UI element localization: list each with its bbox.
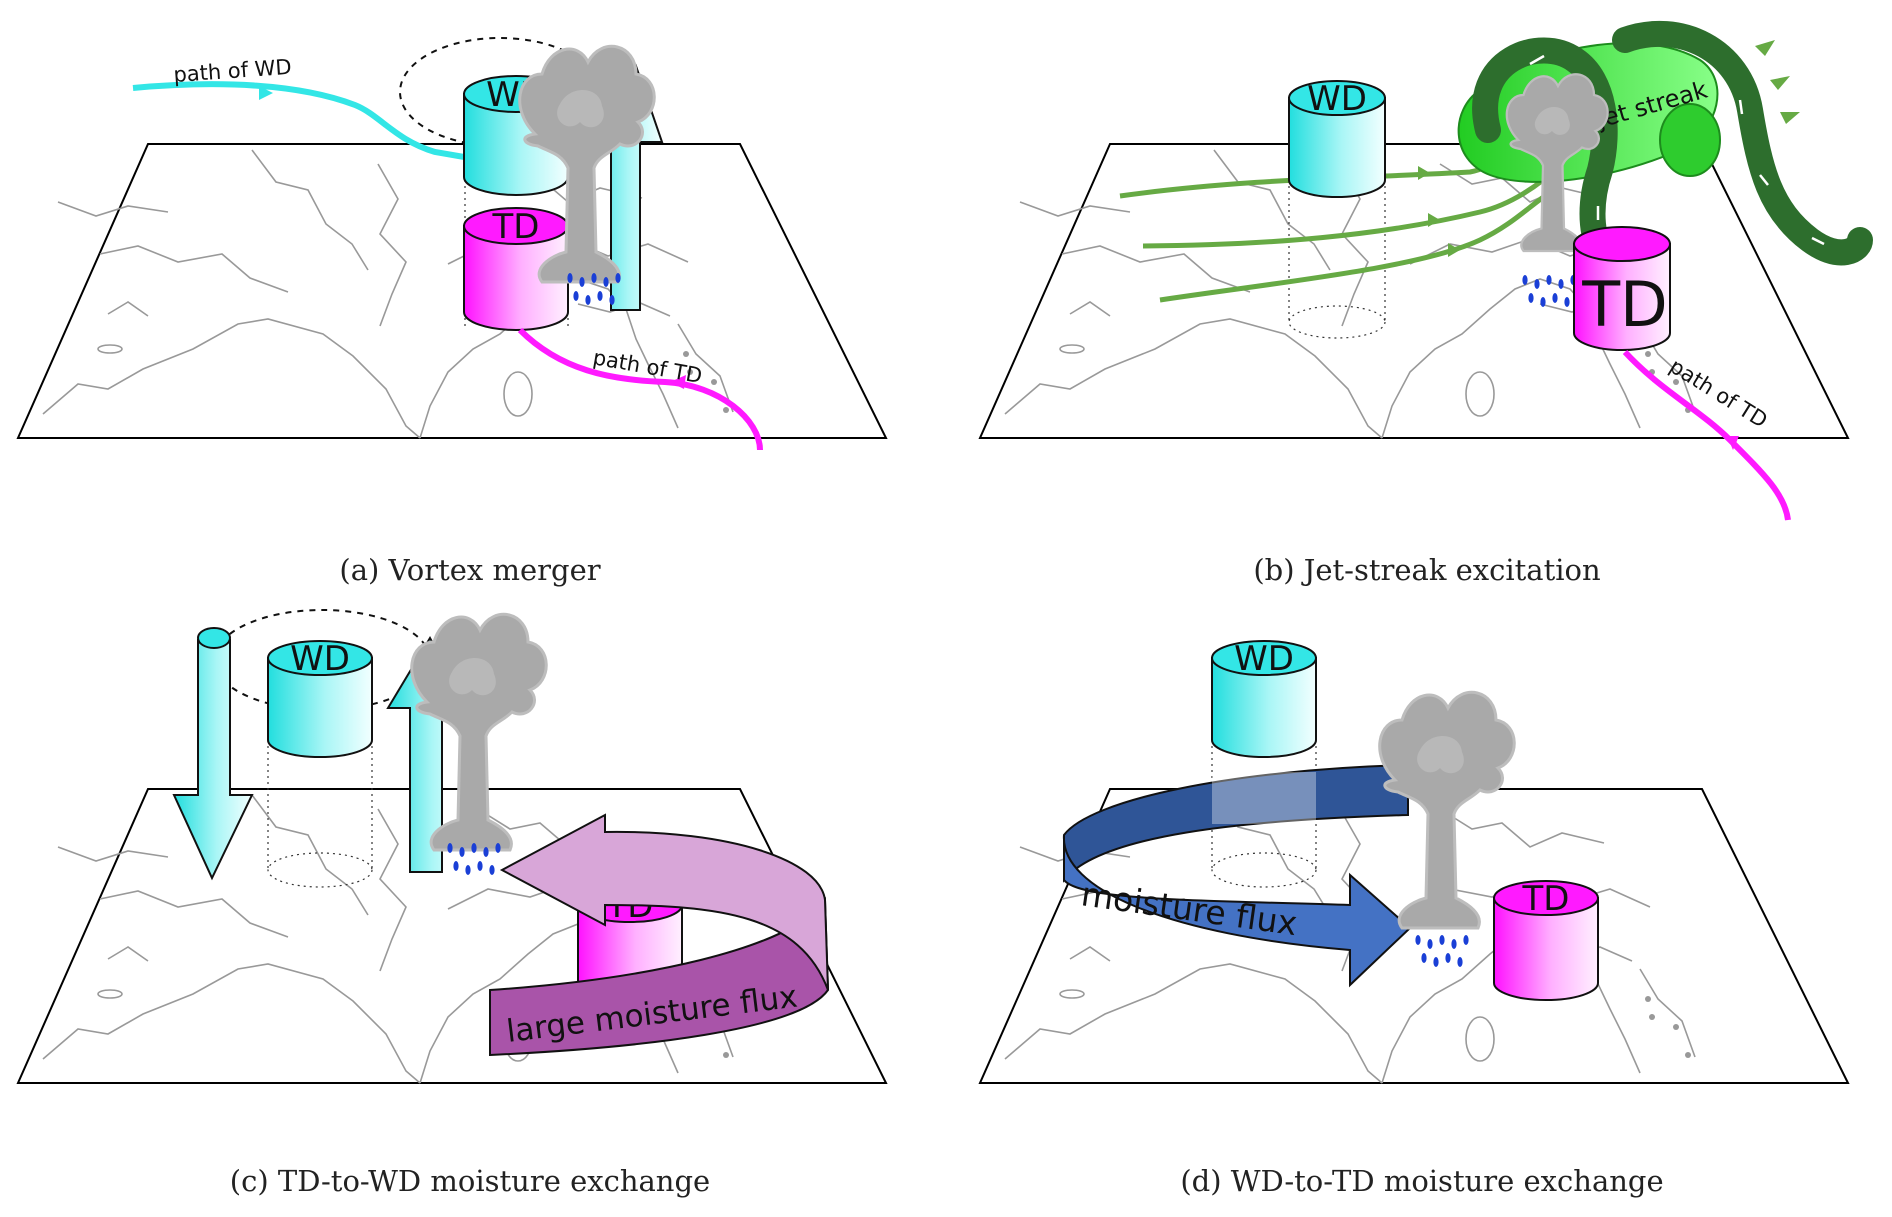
wd-path-a: [132, 81, 471, 161]
jet-loop-right-b: [1612, 20, 1873, 266]
map-india-a: [17, 143, 887, 439]
panel-vortex-merger: path of WD WD TD path of TD (a) Vortex m…: [17, 37, 887, 587]
caption-a: (a) Vortex merger: [339, 553, 600, 587]
wd-path-label-a: path of WD: [173, 55, 293, 87]
panel-jet-streak-excitation: WD jet streak TD path: [979, 20, 1873, 587]
svg-text:WD: WD: [290, 639, 350, 679]
jet-loop-left-b: [1472, 37, 1618, 263]
wd-cylinder-b: WD: [1288, 79, 1386, 198]
moisture-flux-arrow-c: large moisture flux: [489, 813, 830, 1057]
svg-text:WD: WD: [1307, 79, 1367, 119]
caption-c: (c) TD-to-WD moisture exchange: [230, 1164, 710, 1198]
caption-b: (b) Jet-streak excitation: [1253, 553, 1600, 587]
td-cylinder-b: TD: [1573, 226, 1671, 351]
td-cylinder-a: TD: [463, 207, 569, 331]
svg-text:TD: TD: [492, 207, 540, 247]
caption-d: (d) WD-to-TD moisture exchange: [1180, 1164, 1663, 1198]
panel-wd-to-td-moisture-exchange: WD moisture flux TD (d) WD-to-TD moistur…: [979, 639, 1849, 1198]
td-cylinder-d: TD: [1493, 879, 1599, 1001]
svg-text:TD: TD: [1522, 879, 1570, 919]
panel-td-to-wd-moisture-exchange: WD TD large moisture flux (c) TD-to-WD m…: [17, 609, 887, 1198]
wd-cylinder-d: WD: [1211, 639, 1317, 758]
svg-text:WD: WD: [1234, 639, 1294, 679]
wd-cylinder-c: WD: [267, 639, 373, 758]
downdraft-arrow-c: [172, 627, 254, 881]
svg-text:TD: TD: [1581, 268, 1668, 341]
td-path-a: [517, 327, 763, 451]
